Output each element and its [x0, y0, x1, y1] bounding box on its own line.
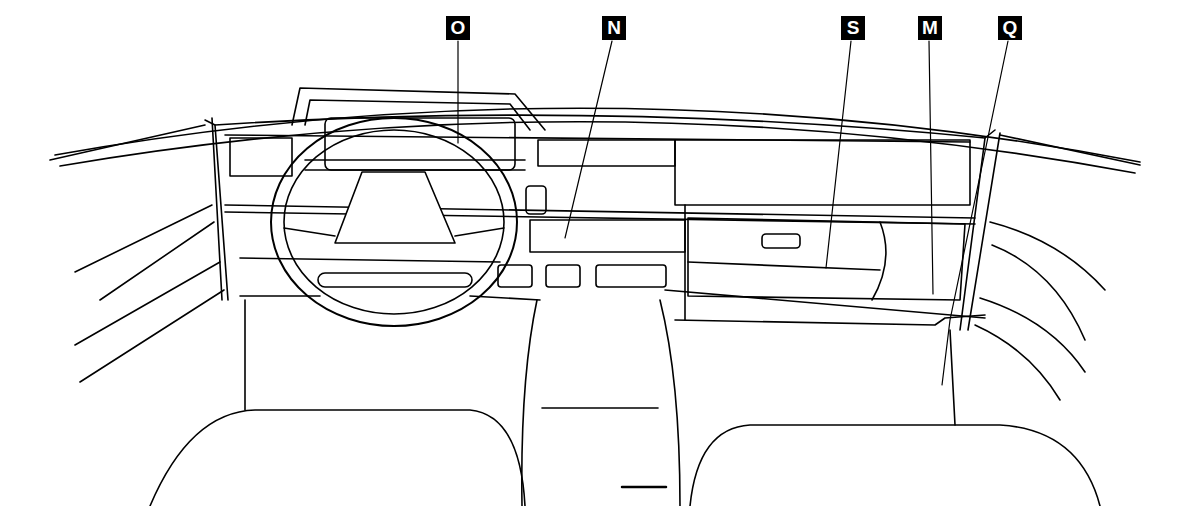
leader-line — [826, 41, 851, 268]
a-pillar — [968, 133, 1000, 330]
console-line — [622, 486, 666, 489]
switch-stalk — [526, 186, 546, 214]
seat-line — [950, 330, 955, 425]
leader-line — [457, 41, 458, 143]
switch — [596, 265, 666, 287]
callout-letter: O — [446, 16, 470, 40]
panel-edge — [684, 205, 686, 320]
leader-line — [942, 41, 1008, 385]
leader-line — [565, 41, 612, 238]
cluster-bezel — [305, 160, 525, 170]
leader-line — [929, 41, 933, 294]
lower-dash — [240, 258, 985, 318]
steering-slot — [318, 273, 472, 287]
steering-wheel — [271, 118, 517, 326]
steering-hub — [335, 172, 455, 243]
console — [660, 300, 680, 506]
console — [522, 300, 537, 506]
steering-wheel — [284, 130, 504, 314]
steering-spoke — [284, 228, 504, 236]
seat — [150, 410, 525, 506]
dash-panel — [675, 140, 970, 205]
seat-line — [244, 300, 246, 410]
lower-dash — [240, 296, 540, 300]
callout-letter: M — [918, 16, 942, 40]
instrument-hood — [305, 100, 530, 130]
console-line — [542, 407, 658, 409]
seat — [690, 425, 1100, 506]
glovebox-line — [688, 262, 880, 270]
dash-line — [225, 205, 975, 218]
a-pillar — [212, 118, 222, 300]
callout-letter: N — [602, 16, 626, 40]
air-vent — [230, 138, 292, 176]
callout-letter: Q — [998, 16, 1022, 40]
lower-dash — [675, 315, 985, 325]
air-vent — [538, 140, 675, 166]
windshield-edge — [60, 122, 1135, 173]
dash-top — [225, 135, 970, 142]
instrument-cluster — [325, 118, 515, 170]
door-line — [50, 125, 224, 382]
glovebox-curve — [872, 222, 886, 300]
callout-letter: S — [841, 16, 865, 40]
door-line — [975, 135, 1140, 400]
instrument-hood — [292, 88, 545, 130]
switch — [546, 265, 580, 287]
glovebox-handle — [762, 234, 800, 248]
radio — [530, 220, 685, 252]
